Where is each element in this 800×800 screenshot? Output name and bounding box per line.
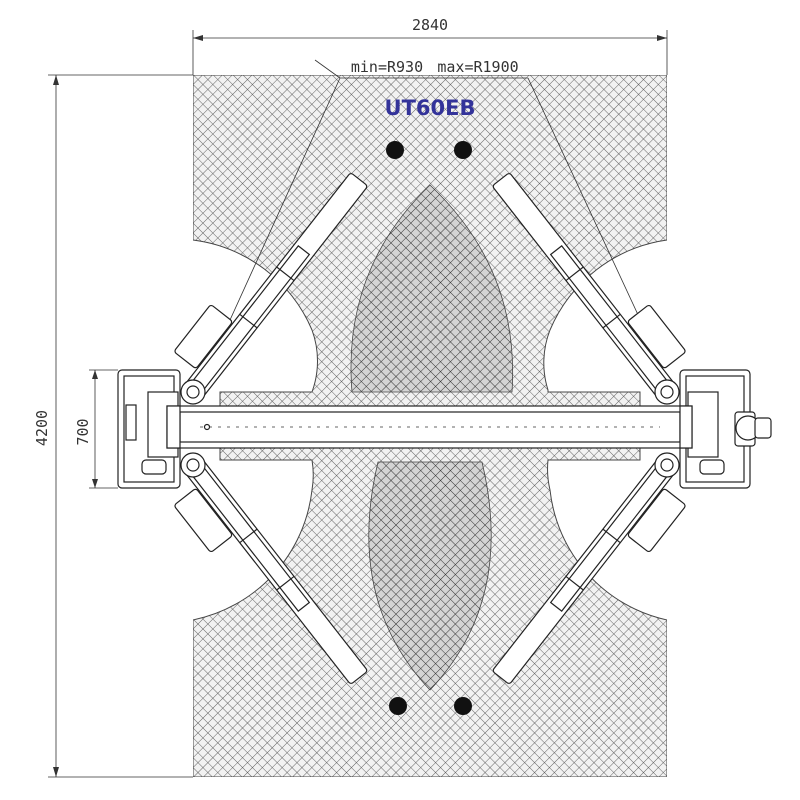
left-column: [117, 369, 206, 489]
length-value: 4200: [33, 410, 51, 446]
radius-min-label: min=R930: [351, 58, 423, 76]
overlap-zone-bottom: [368, 461, 492, 691]
column-depth-dimension: 700: [74, 369, 118, 489]
overlap-zone-top: [350, 184, 514, 393]
model-label: UT60EB: [385, 96, 476, 120]
pad-rear-right: [454, 697, 472, 715]
arm-pads: [386, 141, 472, 715]
lift-arms: [174, 173, 686, 684]
pad-rear-left: [389, 697, 407, 715]
right-column: [654, 369, 772, 489]
motor-icon: [734, 411, 772, 447]
radius-max-label: max=R1900: [437, 58, 518, 76]
arm-rear-right: [492, 458, 686, 684]
cross-beam: [166, 405, 693, 449]
pad-front-left: [386, 141, 404, 159]
width-value: 2840: [412, 16, 448, 34]
column-depth-value: 700: [74, 418, 92, 445]
length-dimension: 4200: [33, 74, 193, 778]
pad-front-right: [454, 141, 472, 159]
width-dimension: 2840: [192, 16, 668, 75]
